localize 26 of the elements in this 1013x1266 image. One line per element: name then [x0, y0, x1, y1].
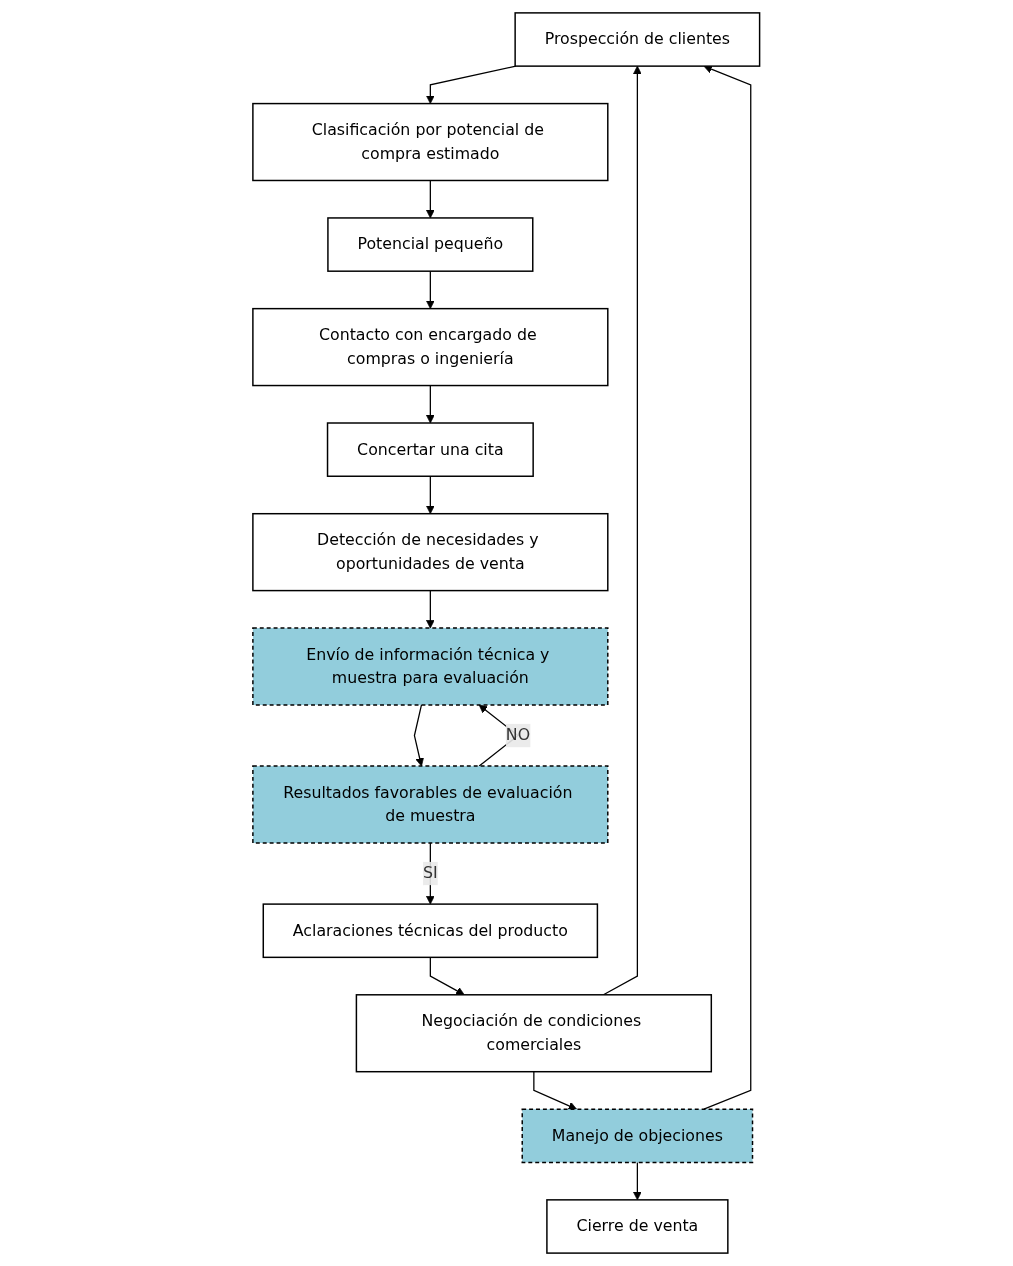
arrow	[426, 589, 435, 629]
node-box: Concertar una cita	[327, 422, 535, 477]
node-box: Potencial pequeño	[327, 217, 534, 272]
node-box: Contacto con encargado de compras o ingeniería	[252, 307, 609, 387]
arrow	[603, 65, 642, 996]
node-box: Detección de necesidades y oportunidades de venta	[252, 512, 609, 592]
arrow	[426, 475, 435, 515]
arrow	[426, 384, 435, 424]
arrow	[426, 270, 435, 310]
node-box: Aclaraciones técnicas del producto	[262, 903, 599, 959]
edge-label: NO	[506, 725, 531, 745]
node-box: Resultados favorables de evaluación de muestra	[252, 765, 609, 844]
node-box: Prospección de clientes	[514, 12, 761, 67]
arrow	[426, 179, 435, 219]
arrow	[414, 704, 425, 767]
edge-label: SI	[423, 863, 438, 883]
arrow	[533, 1071, 578, 1110]
arrow	[633, 1161, 642, 1201]
arrow	[429, 956, 465, 996]
node-box: Manejo de objeciones	[521, 1108, 754, 1164]
node-box: Negociación de condiciones comerciales	[355, 994, 713, 1073]
arrow	[426, 65, 517, 104]
node-box: Cierre de venta	[546, 1199, 729, 1254]
node-box: Envío de información técnica y muestra para evaluación	[252, 627, 609, 706]
arrow	[703, 65, 752, 1110]
node-box: Clasificación por potencial de compra estimado	[252, 102, 609, 182]
